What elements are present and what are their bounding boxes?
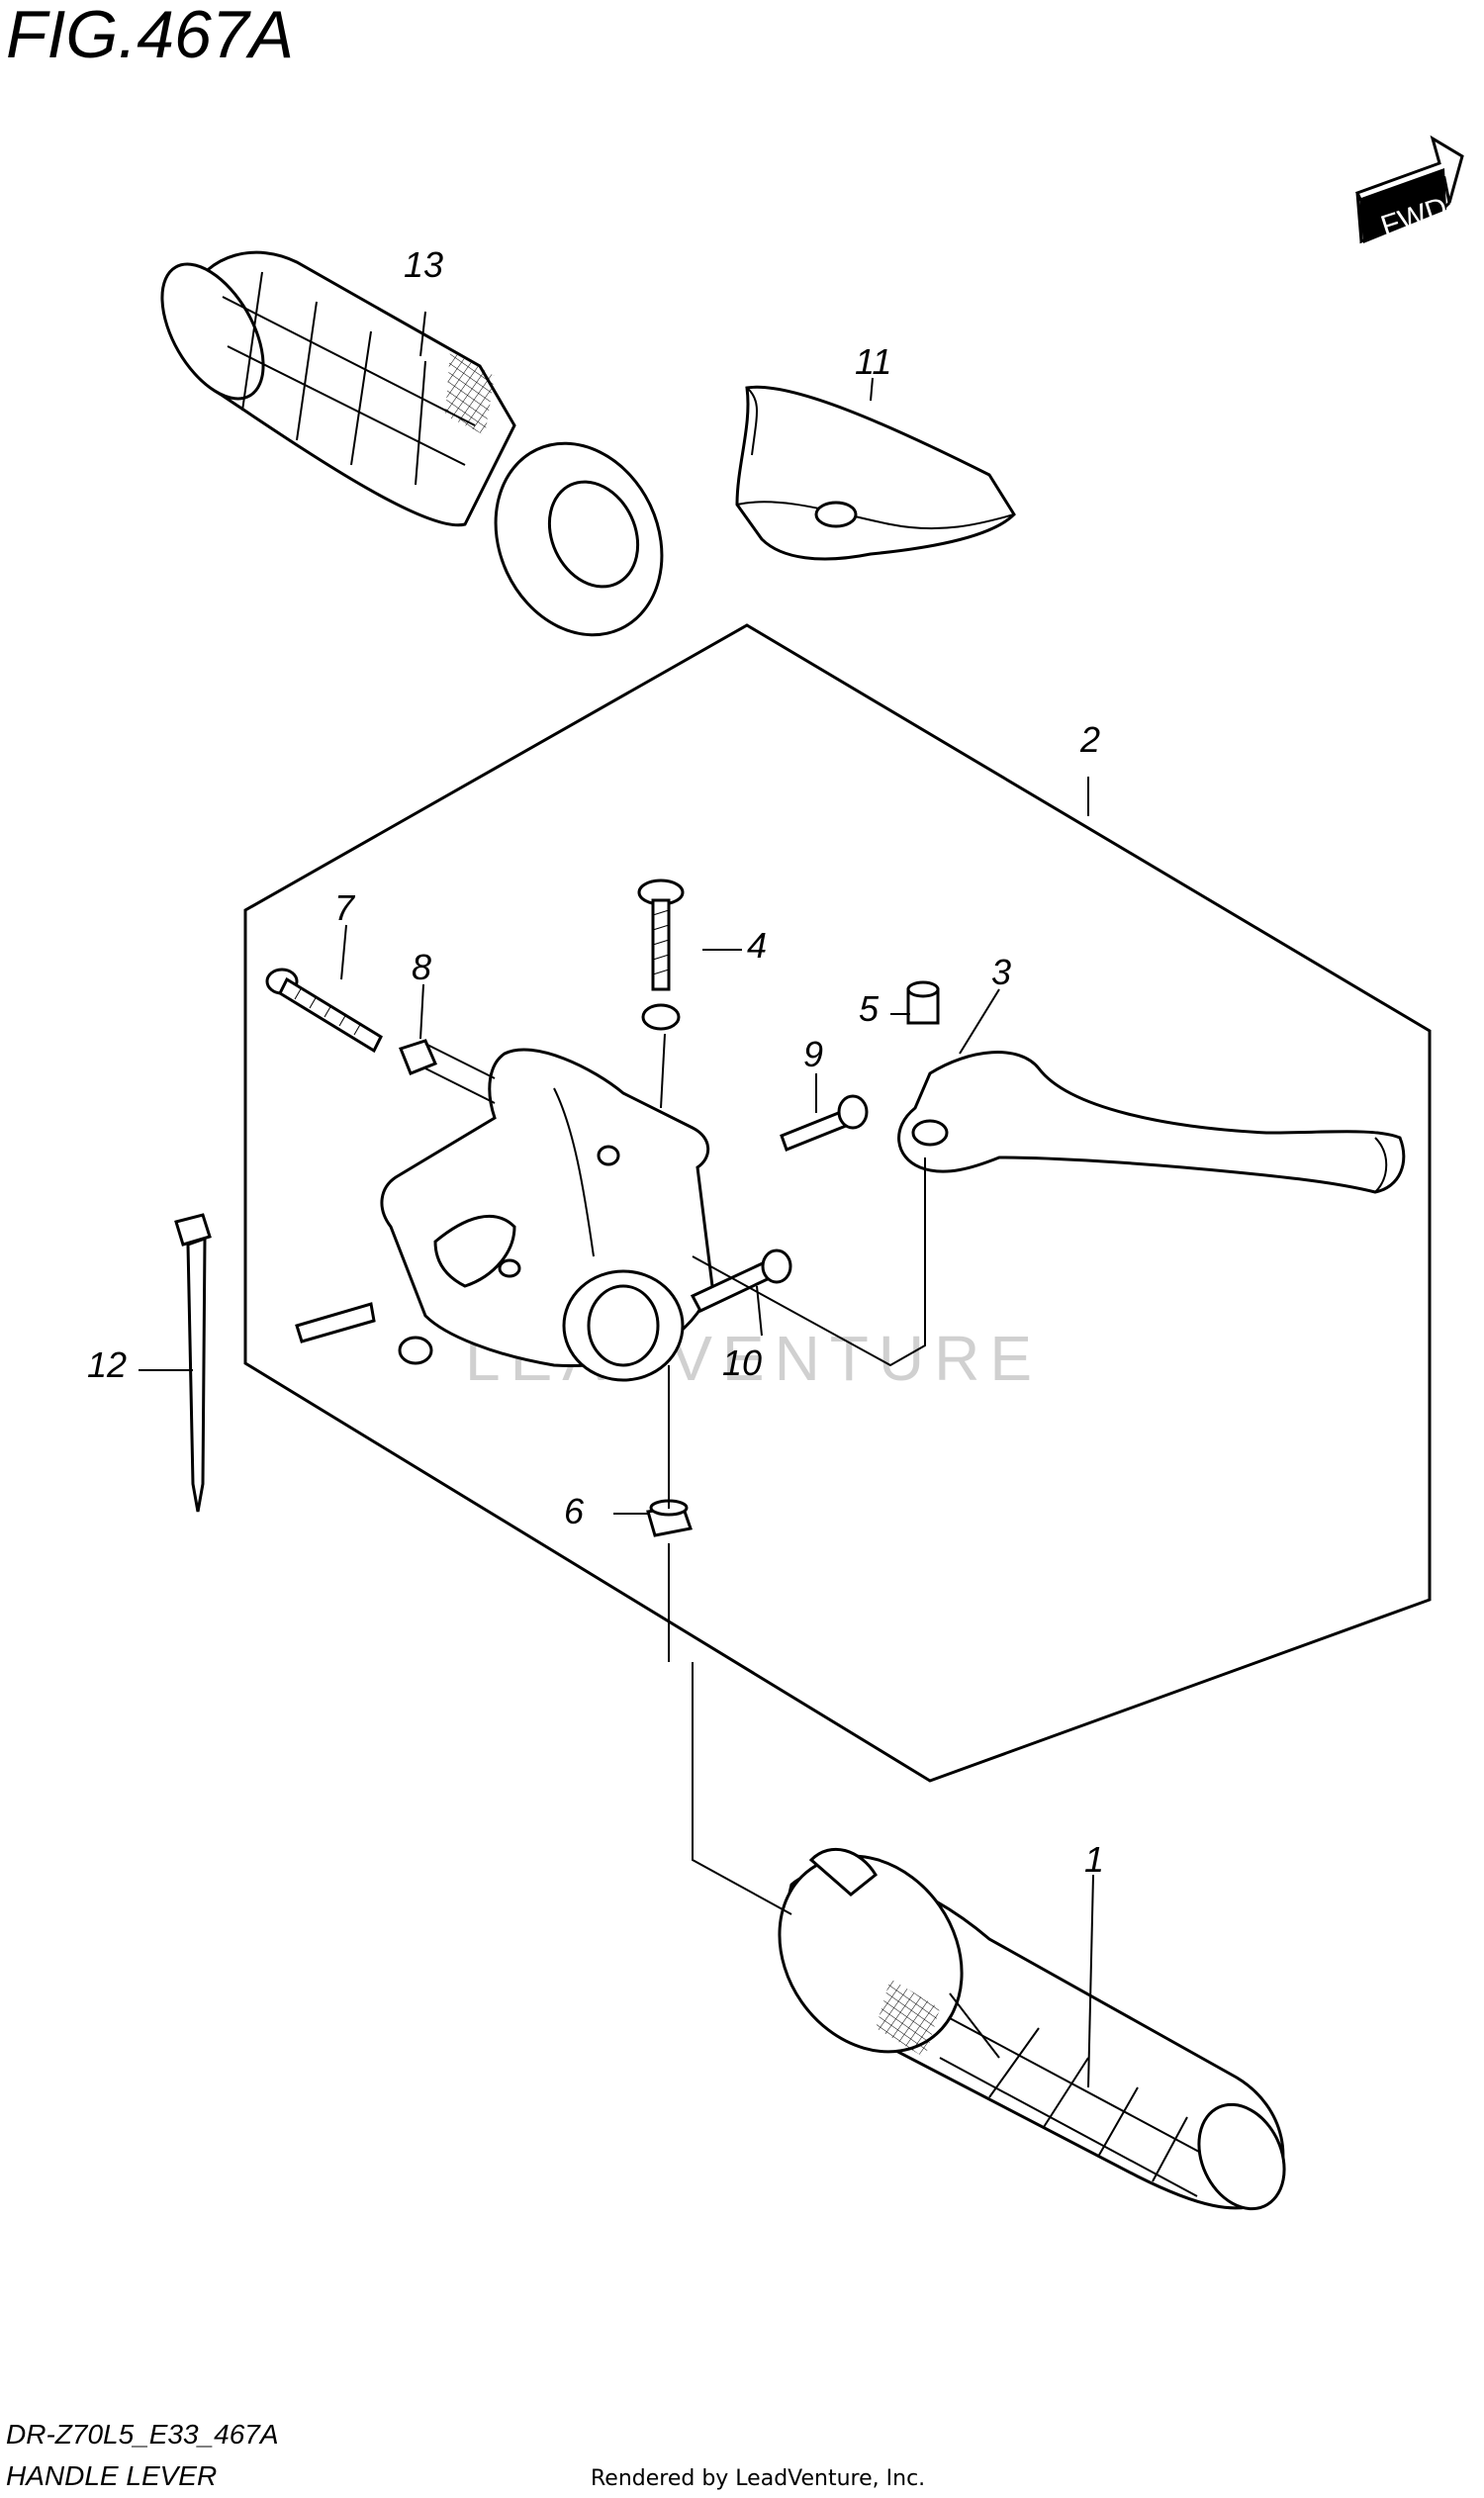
callout-11: 11 — [855, 341, 891, 382]
guide-lines — [424, 1033, 926, 1915]
callout-6: 6 — [564, 1491, 585, 1531]
callout-13: 13 — [404, 244, 443, 285]
figure-title: FIG.467A — [6, 0, 294, 72]
assembly-boundary — [243, 623, 1432, 1783]
callout-8: 8 — [412, 947, 431, 987]
grip-right — [778, 1847, 1286, 2211]
callout-leaders — [139, 311, 1094, 2088]
callout-1: 1 — [1084, 1839, 1104, 1880]
model-code: DR-Z70L5_E33_467A — [6, 2419, 279, 2450]
callout-4: 4 — [747, 925, 767, 966]
fwd-arrow-icon: FWD — [1354, 135, 1464, 244]
callout-10: 10 — [722, 1342, 762, 1383]
callout-9: 9 — [803, 1034, 823, 1074]
rendered-by: Rendered by LeadVenture, Inc. — [591, 2466, 925, 2491]
screw-4 — [637, 879, 685, 1031]
callout-3: 3 — [991, 952, 1011, 992]
collar-5 — [906, 980, 940, 1025]
lever-cover — [735, 385, 1016, 561]
nut-8 — [399, 1039, 437, 1075]
lever-3 — [897, 1051, 1406, 1194]
callout-7: 7 — [334, 887, 356, 928]
lever-bracket — [295, 1048, 792, 1382]
callout-2: 2 — [1079, 719, 1100, 760]
bolt-9 — [780, 1094, 869, 1152]
callout-5: 5 — [859, 988, 880, 1029]
screw-7 — [265, 968, 383, 1054]
cable-tie — [174, 1213, 212, 1513]
callout-12: 12 — [87, 1344, 127, 1385]
figure-subtitle: HANDLE LEVER — [6, 2460, 217, 2491]
grip-left — [160, 250, 664, 637]
